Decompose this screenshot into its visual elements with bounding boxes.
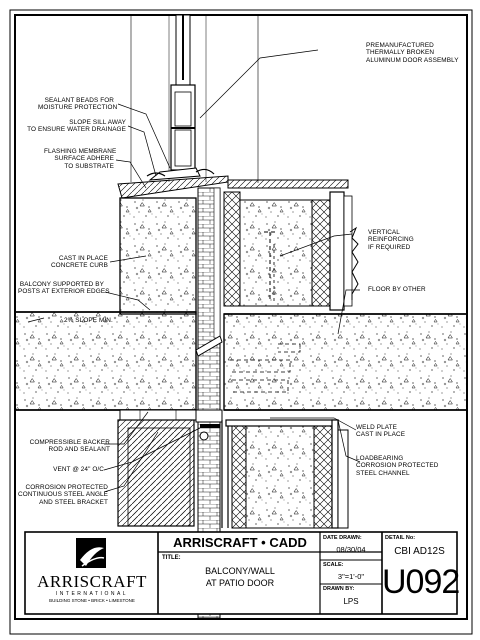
steel-channel-label: LOADBEARING CORROSION PROTECTED STEEL CH… [356,455,439,477]
detail-code: CBI AD12S [394,546,445,557]
arriscraft-logo-mark [76,538,106,568]
logo-wordmark: ARRISCRAFT [37,572,147,591]
logo-tagline: BUILDING STONE • BRICK • LIMESTONE [49,598,135,603]
concrete-curb-label: CAST IN PLACE CONCRETE CURB [50,255,108,270]
interior-floor-plate [227,179,349,189]
company-header: ARRISCRAFT • CADD [173,535,307,550]
detail-no-label: DETAIL No: [385,535,416,541]
scale-label: SCALE: [323,562,344,568]
title-line-2: AT PATIO DOOR [205,578,275,588]
interior-wall [223,191,359,311]
title-line-1: BALCONY/WALL [205,566,275,576]
date-drawn-value: 08/30/04 [336,545,366,554]
balcony-posts-label: BALCONY SUPPORTED BY POSTS AT EXTERIOR E… [18,281,110,296]
vent-label: VENT @ 24" O/C [53,466,104,473]
flashing-membrane-label: FLASHING MEMBRANE SURFACE ADHERE TO SUBS… [44,148,117,170]
drawn-by-value: LPS [343,597,359,606]
title-label: TITLE: [162,555,181,561]
title-block [24,531,458,615]
steel-angle-label: CORROSION PROTECTED CONTINUOUS STEEL ANG… [18,484,109,506]
drawn-by-label: DRAWN BY: [323,586,355,592]
sealant-beads-label: SEALANT BEADS FOR MOISTURE PROTECTION [38,97,118,112]
slope-sill-label: SLOPE SILL AWAY TO ENSURE WATER DRAINAGE [27,119,126,134]
logo-international: INTERNATIONAL [55,591,129,597]
concrete-curb [119,197,197,315]
lower-connection [117,409,223,527]
backer-rod-label: COMPRESSIBLE BACKER ROD AND SEALANT [29,439,110,454]
leader-lines [103,49,361,493]
vertical-reinforcing-label: VERTICAL REINFORCING IF REQUIRED [368,229,414,251]
weld-plate-label: WELD PLATE CAST IN PLACE [356,424,406,439]
detail-number: U092 [382,563,460,601]
date-drawn-label: DATE DRAWN: [323,535,362,541]
balcony-slab [14,311,468,411]
scale-value: 3"=1'-0" [337,572,365,581]
lower-interior-wall [221,419,349,529]
slope-min-label: 2% SLOPE MIN. [64,317,113,324]
sheet-border-outer [9,9,473,635]
floor-by-other-label: FLOOR BY OTHER [368,286,426,293]
door-assembly-label: PREMANUFACTURED THERMALLY BROKEN ALUMINU… [366,42,459,64]
door-assembly [130,14,259,183]
